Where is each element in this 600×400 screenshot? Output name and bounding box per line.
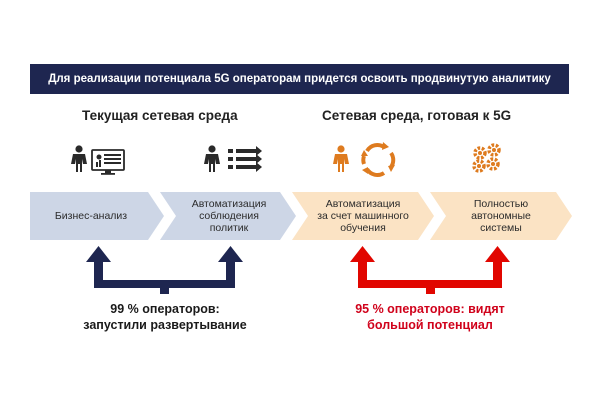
step-label: Автоматизация соблюдения политик xyxy=(191,198,267,234)
step-business-analysis: Бизнес-анализ xyxy=(36,196,146,236)
step-label: Автоматизация за счет машинного обучения xyxy=(317,198,409,234)
step-shape-4 xyxy=(430,192,572,240)
person-icon xyxy=(333,145,349,172)
person-icon xyxy=(204,145,220,172)
dashboard-icon xyxy=(91,149,125,175)
bracket-arrow-right xyxy=(350,246,510,294)
step-label: Полностью автономные системы xyxy=(471,198,531,234)
step-shape-3 xyxy=(292,192,434,240)
section-title-future: Сетевая среда, готовая к 5G xyxy=(322,108,512,123)
caption-left: 99 % операторов: запустили развертывание xyxy=(83,302,247,332)
caption-right: 95 % операторов: видят большой потенциал xyxy=(355,302,505,332)
gears-icon xyxy=(472,143,501,173)
step-policy-automation: Автоматизация соблюдения политик xyxy=(176,196,282,236)
step-label: Бизнес-анализ xyxy=(54,210,128,222)
step-shape-1 xyxy=(30,192,164,240)
section-title-current: Текущая сетевая среда xyxy=(82,108,238,123)
step-shape-2 xyxy=(160,192,296,240)
person-icon xyxy=(71,145,87,172)
list-icon xyxy=(228,146,262,172)
cycle-arrowheads xyxy=(361,142,395,174)
step-ml-automation: Автоматизация за счет машинного обучения xyxy=(306,196,420,236)
step-autonomous-systems: Полностью автономные системы xyxy=(446,196,556,236)
header-banner: Для реализации потенциала 5G операторам … xyxy=(30,64,569,94)
bracket-arrow-left xyxy=(86,246,243,294)
